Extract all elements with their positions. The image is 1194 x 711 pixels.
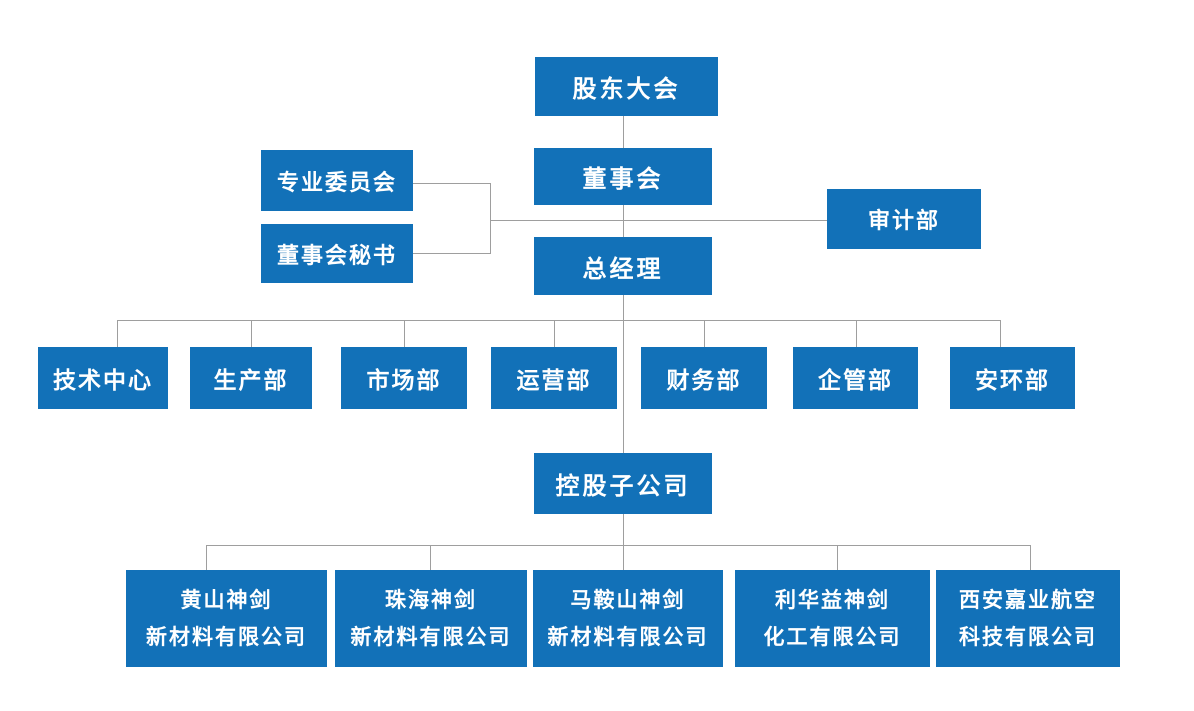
connector-drop-sub-1 [206,545,207,570]
org-node-subsidiary-xian: 西安嘉业航空 科技有限公司 [936,570,1120,667]
subsidiary-name-line: 珠海神剑 [385,588,477,612]
subsidiary-name-line: 化工有限公司 [763,625,902,649]
connector-drop-dept-1 [117,320,118,347]
connector-left-riser [490,183,491,254]
subsidiary-name-line: 新材料有限公司 [350,625,512,649]
org-node-subsidiary-lihuayi: 利华益神剑 化工有限公司 [735,570,930,667]
connector-drop-sub-2 [430,545,431,570]
subsidiary-name-line: 西安嘉业航空 [959,588,1097,612]
connector-drop-dept-5 [704,320,705,347]
org-node-dept-marketing: 市场部 [341,347,467,409]
connector-drop-dept-4 [554,320,555,347]
org-node-board-of-directors: 董事会 [534,148,712,205]
org-node-subsidiary-zhuhai: 珠海神剑 新材料有限公司 [335,570,527,667]
connector-subsidiaries-rail [206,545,1030,546]
connector-committee-branch [413,183,491,184]
org-node-general-manager: 总经理 [534,237,712,295]
connector-departments-rail [117,320,1001,321]
connector-drop-dept-6 [856,320,857,347]
subsidiary-name-line: 科技有限公司 [959,625,1097,649]
subsidiary-name-line: 利华益神剑 [775,588,890,612]
org-node-professional-committee: 专业委员会 [261,150,413,211]
org-node-dept-enterprise-management: 企管部 [793,347,918,409]
connector-trunk-gm-holding [623,295,624,453]
connector-secretary-branch [413,253,491,254]
org-node-holding-subsidiaries: 控股子公司 [534,453,712,514]
connector-drop-sub-4 [837,545,838,570]
org-node-dept-technology-center: 技术中心 [38,347,168,409]
connector-drop-sub-5 [1030,545,1031,570]
connector-drop-dept-3 [404,320,405,347]
subsidiary-name-line: 新材料有限公司 [146,625,307,649]
subsidiary-name-line: 新材料有限公司 [547,625,709,649]
connector-exec-cross-line [490,220,827,221]
org-node-dept-finance: 财务部 [641,347,767,409]
org-node-subsidiary-maanshan: 马鞍山神剑 新材料有限公司 [533,570,723,667]
connector-drop-dept-2 [251,320,252,347]
org-node-audit-department: 审计部 [827,189,981,249]
connector-drop-dept-7 [1000,320,1001,347]
org-node-board-secretary: 董事会秘书 [261,224,413,283]
subsidiary-name-line: 马鞍山神剑 [570,588,686,612]
connector-trunk-shareholders-board [623,116,624,148]
org-node-dept-production: 生产部 [190,347,312,409]
org-node-dept-safety-environment: 安环部 [950,347,1075,409]
connector-trunk-holding-subsidiaries [623,514,624,570]
org-node-shareholders-meeting: 股东大会 [535,57,718,116]
subsidiary-name-line: 黄山神剑 [180,588,273,612]
org-node-dept-operations: 运营部 [491,347,617,409]
org-node-subsidiary-huangshan: 黄山神剑 新材料有限公司 [126,570,327,667]
